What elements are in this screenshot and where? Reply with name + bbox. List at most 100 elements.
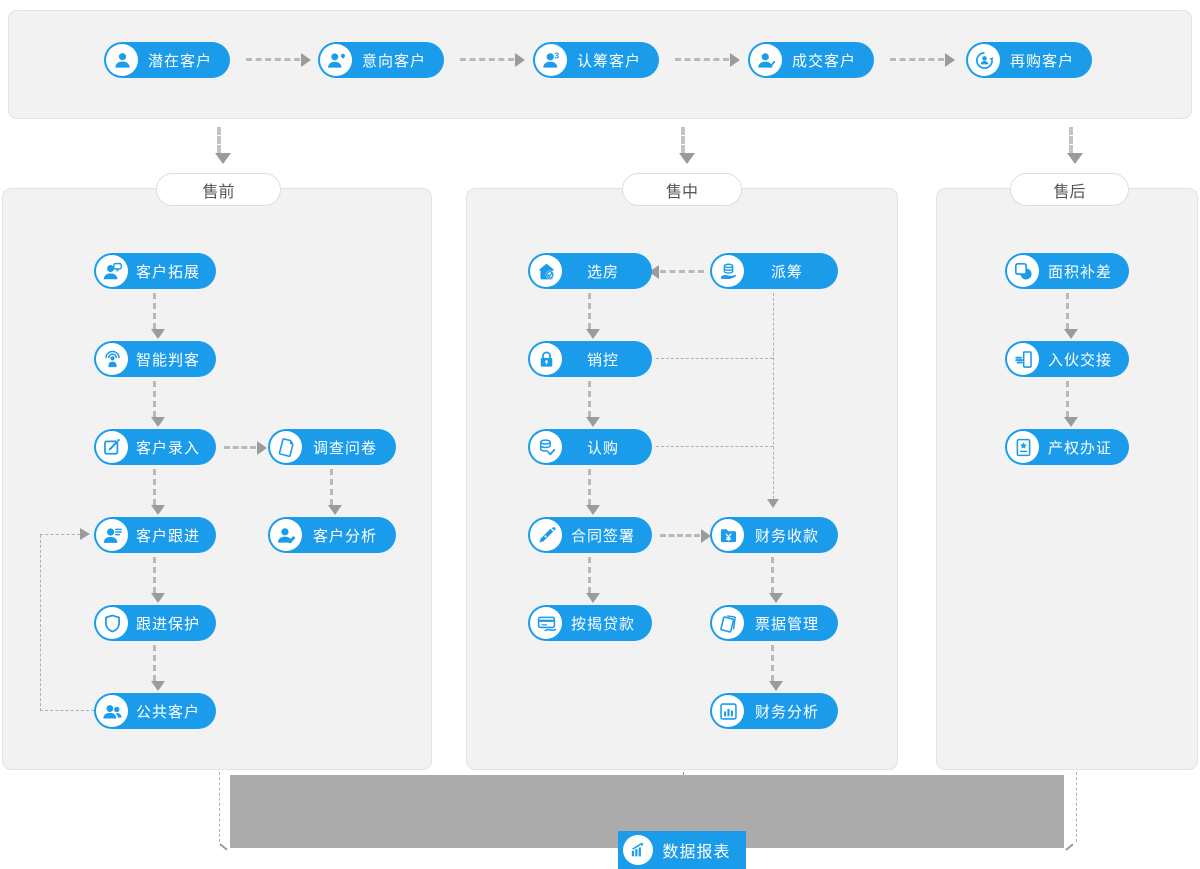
stage-pill-potential-customers[interactable]: 潜在客户 [104,42,230,78]
panel-to-report-tick [219,843,228,851]
cert-star-icon [1007,431,1039,463]
report-label: 数据报表 [662,844,731,861]
node-finance-analysis[interactable]: 财务分析 [710,693,838,729]
stage-pill-subscription-customers[interactable]: 3 认筹客户 [533,42,659,78]
stage-label: 意向客户 [361,52,426,70]
connector [585,381,600,427]
feedback-line [40,534,80,535]
thin-arrowhead [767,499,779,508]
stage-label: 认筹客户 [576,52,641,70]
feedback-arrowhead [80,528,90,540]
down-arrow-presale [215,127,231,164]
user-list-icon [96,519,128,551]
connector [327,469,342,515]
node-customer-entry[interactable]: 客户录入 [94,429,216,465]
node-label: 产权办证 [1047,439,1112,457]
node-label: 公共客户 [135,703,200,721]
connector [1063,381,1078,427]
stage-pill-repurchase-customers[interactable]: 再购客户 [966,42,1092,78]
node-label: 客户录入 [135,439,200,457]
node-follow-up-protection[interactable]: 跟进保护 [94,605,216,641]
node-label: 财务分析 [754,703,819,721]
node-bill-management[interactable]: 票据管理 [710,605,838,641]
survey-doc-icon [270,431,302,463]
node-mortgage-loan[interactable]: 按揭贷款 [528,605,652,641]
tab-label: 售前 [202,183,235,201]
lock-icon [530,343,562,375]
node-move-in-handover[interactable]: 入伙交接 [1005,341,1129,377]
node-label: 面积补差 [1047,263,1112,281]
node-area-adjustment[interactable]: 面积补差 [1005,253,1129,289]
connector [1063,293,1078,339]
node-label: 派筹 [770,263,803,281]
feedback-line [40,535,41,711]
presale-panel [2,188,432,770]
coins-hand-icon [712,255,744,287]
node-customer-analysis[interactable]: 客户分析 [268,517,396,553]
area-diff-icon [1007,255,1039,287]
house-check-icon [530,255,562,287]
node-property-certificate[interactable]: 产权办证 [1005,429,1129,465]
node-customer-expansion[interactable]: 客户拓展 [94,253,216,289]
svg-text:3: 3 [554,50,559,60]
node-customer-follow-up[interactable]: 客户跟进 [94,517,216,553]
connector [768,645,783,691]
node-sales-control[interactable]: 销控 [528,341,652,377]
connector [585,293,600,339]
node-finance-collection[interactable]: 财务收款 [710,517,838,553]
node-label: 调查问卷 [312,439,377,457]
connector [150,557,165,603]
user-repeat-icon [968,44,1000,76]
node-room-selection[interactable]: 选房 [528,253,652,289]
chart-up-icon [623,835,653,865]
stage-pill-deal-customers[interactable]: 成交客户 [748,42,874,78]
thin-connector [656,358,773,359]
node-label: 合同签署 [570,527,635,545]
node-subscription[interactable]: 认购 [528,429,652,465]
node-public-customers[interactable]: 公共客户 [94,693,216,729]
node-smart-customer-judge[interactable]: 智能判客 [94,341,216,377]
node-label: 票据管理 [754,615,819,633]
node-label: 按揭贷款 [570,615,635,633]
chart-box-icon [712,695,744,727]
stage-arrow [675,52,740,67]
node-label: 选房 [586,263,619,281]
connector [150,293,165,339]
data-report-box[interactable]: 数据报表 [618,831,746,869]
connector [150,381,165,427]
node-survey-questionnaire[interactable]: 调查问卷 [268,429,396,465]
tab-label: 售中 [665,183,698,201]
tab-aftersale[interactable]: 售后 [1010,173,1129,206]
connector [585,557,600,603]
stage-pill-intent-customers[interactable]: 意向客户 [318,42,444,78]
stage-arrow [890,52,955,67]
user-pen-icon [270,519,302,551]
node-label: 客户分析 [312,527,377,545]
books-icon [712,607,744,639]
stage-label: 潜在客户 [147,52,212,70]
folder-yen-icon [712,519,744,551]
down-arrow-midsale [679,127,695,164]
panel-to-report-line [219,772,220,842]
node-label: 销控 [586,351,619,369]
panel-to-report-line [1076,772,1077,842]
node-label: 跟进保护 [135,615,200,633]
node-label: 认购 [586,439,619,457]
user-icon [106,44,138,76]
stage-arrow [460,52,525,67]
node-contract-signing[interactable]: 合同签署 [528,517,652,553]
node-label: 入伙交接 [1047,351,1112,369]
node-chip-distribution[interactable]: 派筹 [710,253,838,289]
connector-entry-to-survey [224,440,267,455]
panel-to-report-tick [1065,843,1074,851]
tab-presale[interactable]: 售前 [156,173,281,206]
connector [150,645,165,691]
stage-arrow [246,52,311,67]
connector [585,469,600,515]
connector-chips-to-room [649,264,704,279]
tab-midsale[interactable]: 售中 [622,173,742,206]
stage-label: 成交客户 [791,52,856,70]
feedback-line [40,710,94,711]
user-3-icon: 3 [535,44,567,76]
